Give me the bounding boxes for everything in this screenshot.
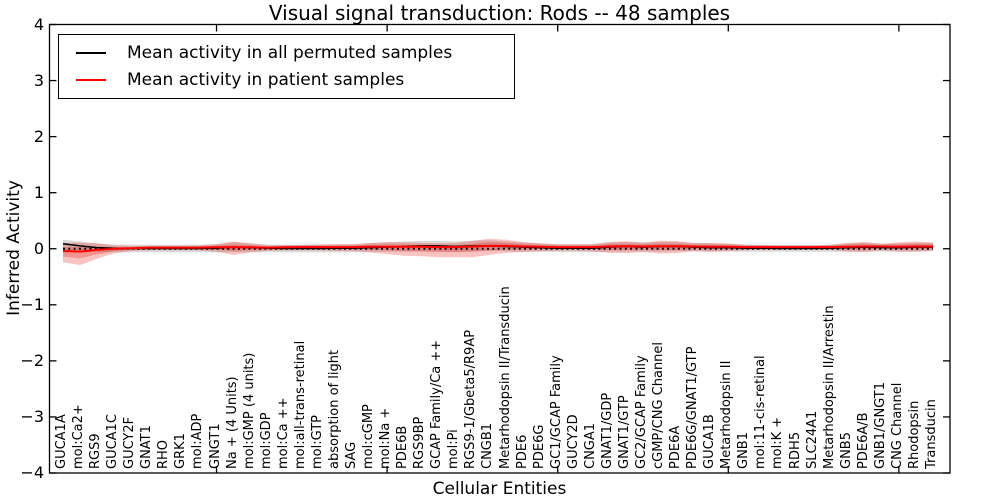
x-tick-label: GNAT1/GDP <box>599 392 615 469</box>
x-tick-label: Na + (4 Units) <box>224 376 240 469</box>
x-tick-label: CNG Channel <box>889 382 905 469</box>
x-tick-label: mol:cGMP <box>361 404 377 469</box>
x-tick-label: GNB1 <box>736 432 752 469</box>
x-tick-label: Rhodopsin <box>906 400 922 469</box>
x-tick-label: RDH5 <box>787 431 803 469</box>
x-tick-label: mol:GDP <box>258 412 274 469</box>
y-tick-label: −1 <box>20 294 44 314</box>
x-axis-label: Cellular Entities <box>432 479 567 499</box>
y-tick-label: −4 <box>20 463 44 482</box>
legend-label-patient: Mean activity in patient samples <box>127 70 405 91</box>
x-tick-label: mol:Ca2+ <box>71 404 87 469</box>
y-tick-label: 2 <box>33 126 44 146</box>
line-mean-patient <box>62 244 933 253</box>
x-tick-label: PDE6G/GNAT1/GTP <box>685 346 701 469</box>
x-tick-label: GUCY2F <box>122 416 138 469</box>
x-tick-label: GUCY2D <box>565 414 581 469</box>
x-tick-label: GUCA1A <box>54 414 69 469</box>
x-tick-label: GNAT1/GTP <box>616 395 632 469</box>
x-tick-label: mol:ADP <box>190 413 206 469</box>
legend-label-permuted: Mean activity in all permuted samples <box>127 42 453 63</box>
x-tick-label: GUCA1C <box>105 414 121 469</box>
legend-item-patient: Mean activity in patient samples <box>59 70 514 90</box>
x-tick-label: GC2/GCAP Family <box>634 355 649 469</box>
x-tick-label: GNAT1 <box>139 425 155 469</box>
x-tick-label: PDE6 <box>514 434 530 469</box>
x-tick-label: RHO <box>156 439 172 469</box>
x-tick-label: CNGB1 <box>480 422 496 469</box>
x-tick-label: mol:11-cis-retinal <box>753 355 769 469</box>
x-tick-label: mol:Na + <box>378 407 394 469</box>
x-tick-label: PDE6G <box>531 424 547 469</box>
x-tick-label: SAG <box>344 441 359 469</box>
legend-line-patient <box>76 79 106 82</box>
legend: Mean activity in all permuted samples Me… <box>58 34 515 99</box>
y-tick-label: 1 <box>33 182 44 202</box>
x-tick-label: SLC24A1 <box>804 410 820 469</box>
x-tick-label: mol:GMP (4 units) <box>241 352 257 469</box>
x-tick-label: PDE6B <box>395 425 411 469</box>
legend-item-permuted: Mean activity in all permuted samples <box>59 43 514 63</box>
x-tick-label: cGMP/CNG Channel <box>651 341 667 469</box>
x-tick-label: mol:Ca ++ <box>275 397 291 469</box>
x-tick-label: GRK1 <box>173 433 189 469</box>
x-tick-label: GC1/GCAP Family <box>548 355 564 469</box>
x-tick-label: mol:GTP <box>309 415 325 469</box>
y-tick-label: −3 <box>20 406 44 426</box>
x-tick-label: GNB5 <box>838 432 854 469</box>
y-tick-label: 4 <box>33 14 44 34</box>
y-tick-label: 3 <box>33 70 44 90</box>
x-tick-label: CNGA1 <box>582 422 598 469</box>
x-tick-label: GCAP Family/Ca ++ <box>429 339 445 469</box>
x-tick-label: PDE6A <box>668 425 684 469</box>
x-tick-label: absorption of light <box>326 349 342 469</box>
x-tick-label: Metarhodopsin II <box>719 360 735 469</box>
x-tick-label: RGS9-1/Gbeta5/R9AP <box>463 329 479 469</box>
x-tick-label: PDE6A/B <box>855 412 871 469</box>
x-tick-label: mol:K + <box>770 416 786 469</box>
x-tick-label: GNB1/GNGT1 <box>872 382 888 469</box>
x-tick-label: RGS9 <box>88 433 104 469</box>
chart-title: Visual signal transduction: Rods -- 48 s… <box>268 1 731 25</box>
x-tick-label: mol:Pi <box>446 429 462 469</box>
x-tick-label: GNGT1 <box>207 423 223 469</box>
x-tick-label: mol:all-trans-retinal <box>292 340 308 469</box>
legend-line-permuted <box>76 51 106 54</box>
x-tick-label: Metarhodopsin II/Transducin <box>497 286 513 469</box>
x-tick-label: Metarhodopsin II/Arrestin <box>821 305 837 469</box>
x-tick-label: Transducin <box>924 399 939 469</box>
y-tick-label: −2 <box>20 350 44 370</box>
x-tick-label: GUCA1B <box>702 414 718 469</box>
x-tick-label: RGS9BP <box>412 416 428 469</box>
y-tick-label: 0 <box>33 238 44 258</box>
band-patient-samples-outer-band <box>63 238 933 265</box>
